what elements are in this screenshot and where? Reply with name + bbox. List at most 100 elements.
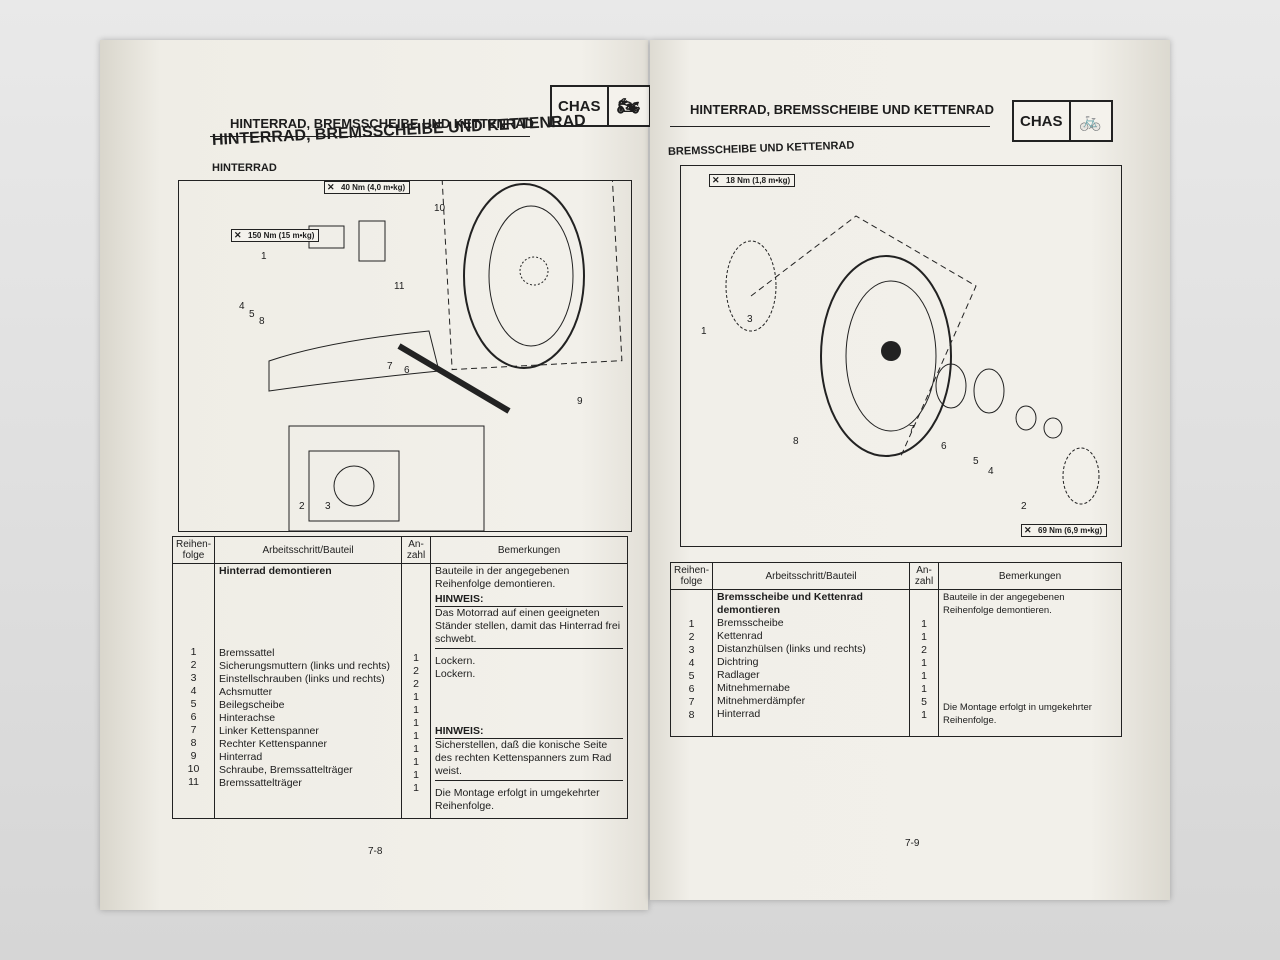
callout: 6 xyxy=(404,365,410,376)
col-header: Reihen-folge xyxy=(171,536,216,564)
cell: 8 xyxy=(190,737,197,749)
cell: 11 xyxy=(188,776,199,788)
cell: 1 xyxy=(921,657,927,669)
qty-column: 1 1 2 1 1 1 5 1 xyxy=(909,589,940,737)
callout: 1 xyxy=(261,251,267,262)
group-title: Hinterrad demontieren xyxy=(219,565,332,577)
cell: 5 xyxy=(688,670,695,682)
callout: 4 xyxy=(239,301,245,312)
torque-spec: 40 Nm (4,0 m•kg) xyxy=(324,181,411,194)
right-page: HINTERRAD, BREMSSCHEIBE UND KETTENRAD CH… xyxy=(650,40,1170,900)
cell: 1 xyxy=(413,717,419,729)
section-badge: CHAS 🏍 xyxy=(550,85,651,127)
cell: 4 xyxy=(190,685,197,697)
cell: 1 xyxy=(921,631,927,643)
callout: 7 xyxy=(387,361,393,372)
cell: 1 xyxy=(413,782,419,794)
left-page: HINTERRAD, BREMSSCHEIBE UND KETTENRAD CH… xyxy=(100,40,651,910)
cell: Bremsscheibe xyxy=(717,617,784,629)
remark: Lockern. xyxy=(435,655,476,667)
col-header: Bemerkungen xyxy=(938,562,1122,590)
callout: 9 xyxy=(577,396,583,407)
cell: Bremssattelträger xyxy=(219,777,302,789)
remark: Bauteile in der angegebenen Reihenfolge … xyxy=(435,565,570,590)
callout: 8 xyxy=(793,436,799,447)
cell: 8 xyxy=(688,709,695,721)
order-column: 1 2 3 4 5 6 7 8 9 10 11 xyxy=(171,563,216,819)
exploded-diagram: 18 Nm (1,8 m•kg) 69 Nm (6,9 m•kg) 1 2 3 … xyxy=(680,165,1122,547)
page-number: 7-9 xyxy=(905,838,920,849)
cell: 1 xyxy=(413,652,419,664)
page-subtitle: HINTERRAD xyxy=(212,162,277,174)
cell: Kettenrad xyxy=(717,630,763,642)
divider xyxy=(210,136,530,137)
motorcycle-icon: 🚲 xyxy=(1068,102,1111,140)
section-badge-label: CHAS xyxy=(1020,112,1063,130)
cell: 2 xyxy=(413,678,419,690)
remark: Bauteile in der angegebenen Reihenfolge … xyxy=(943,592,1065,616)
cell: Dichtring xyxy=(717,656,759,668)
cell: 2 xyxy=(688,631,695,643)
hinweis-note: Sicherstellen, daß die konische Seite de… xyxy=(435,739,623,781)
cell: 9 xyxy=(190,750,197,762)
hinweis-label: HINWEIS: xyxy=(435,593,623,607)
cell: Rechter Kettenspanner xyxy=(219,738,328,750)
callout: 2 xyxy=(1021,501,1027,512)
callout: 7 xyxy=(909,424,915,435)
cell: 4 xyxy=(688,657,695,669)
running-header: HINTERRAD, BREMSSCHEIBE UND KETTENRAD xyxy=(230,116,535,131)
section-badge-label: CHAS xyxy=(558,97,601,115)
callout: 5 xyxy=(249,309,255,320)
callout: 10 xyxy=(434,203,446,214)
cell: 1 xyxy=(190,646,197,658)
remarks-column: Bauteile in der angegebenen Reihenfolge … xyxy=(938,589,1122,737)
torque-spec: 18 Nm (1,8 m•kg) xyxy=(709,174,796,187)
cell: 1 xyxy=(921,709,927,721)
order-column: 1 2 3 4 5 6 7 8 xyxy=(669,589,714,737)
part-column: Hinterrad demontieren Bremssattel Sicher… xyxy=(214,563,403,819)
col-header: Bemerkungen xyxy=(430,536,628,564)
remark: Die Montage erfolgt in umgekehrter Reihe… xyxy=(435,787,600,812)
cell: Mitnehmerdämpfer xyxy=(717,695,806,707)
cell: 1 xyxy=(413,756,419,768)
page-number: 7-8 xyxy=(368,846,383,857)
callout: 1 xyxy=(701,326,707,337)
callout: 2 xyxy=(299,501,305,512)
group-title: Bremsscheibe und Kettenrad demontieren xyxy=(717,591,863,616)
col-header: Reihen-folge xyxy=(669,562,714,590)
cell: 7 xyxy=(190,724,197,736)
motorcycle-icon: 🏍 xyxy=(606,87,649,125)
callout: 8 xyxy=(259,316,265,327)
cell: 1 xyxy=(921,683,927,695)
cell: Radlager xyxy=(717,669,760,681)
part-column: Bremsscheibe und Kettenrad demontieren B… xyxy=(712,589,911,737)
cell: Distanzhülsen (links und rechts) xyxy=(717,643,866,655)
section-badge: CHAS 🚲 xyxy=(1012,100,1113,142)
callout: 5 xyxy=(973,456,979,467)
cell: 3 xyxy=(190,672,197,684)
cell: Einstellschrauben (links und rechts) xyxy=(219,673,385,685)
col-header: An-zahl xyxy=(401,536,432,564)
cell: 1 xyxy=(413,730,419,742)
remark: Lockern. xyxy=(435,668,476,680)
callout: 11 xyxy=(394,281,405,292)
cell: 2 xyxy=(413,665,419,677)
callout: 4 xyxy=(988,466,994,477)
col-header: Arbeitsschritt/Bauteil xyxy=(214,536,403,564)
cell: Hinterrad xyxy=(717,708,761,720)
callout: 3 xyxy=(325,501,331,512)
callout: 6 xyxy=(941,441,947,452)
page-title: BREMSSCHEIBE UND KETTENRAD xyxy=(667,139,855,158)
wheel-illustration xyxy=(268,165,623,532)
cell: 10 xyxy=(187,763,200,775)
hinweis-label: HINWEIS: xyxy=(435,725,623,739)
procedure-table: Reihen-folge Arbeitsschritt/Bauteil An-z… xyxy=(171,536,628,819)
cell: 5 xyxy=(190,698,197,710)
running-header: HINTERRAD, BREMSSCHEIBE UND KETTENRAD xyxy=(690,102,995,117)
cell: Bremssattel xyxy=(219,647,275,659)
torque-spec: 69 Nm (6,9 m•kg) xyxy=(1021,524,1108,537)
cell: 1 xyxy=(413,743,419,755)
cell: Schraube, Bremssattelträger xyxy=(219,764,353,776)
cell: 2 xyxy=(190,659,197,671)
cell: 5 xyxy=(921,696,927,708)
